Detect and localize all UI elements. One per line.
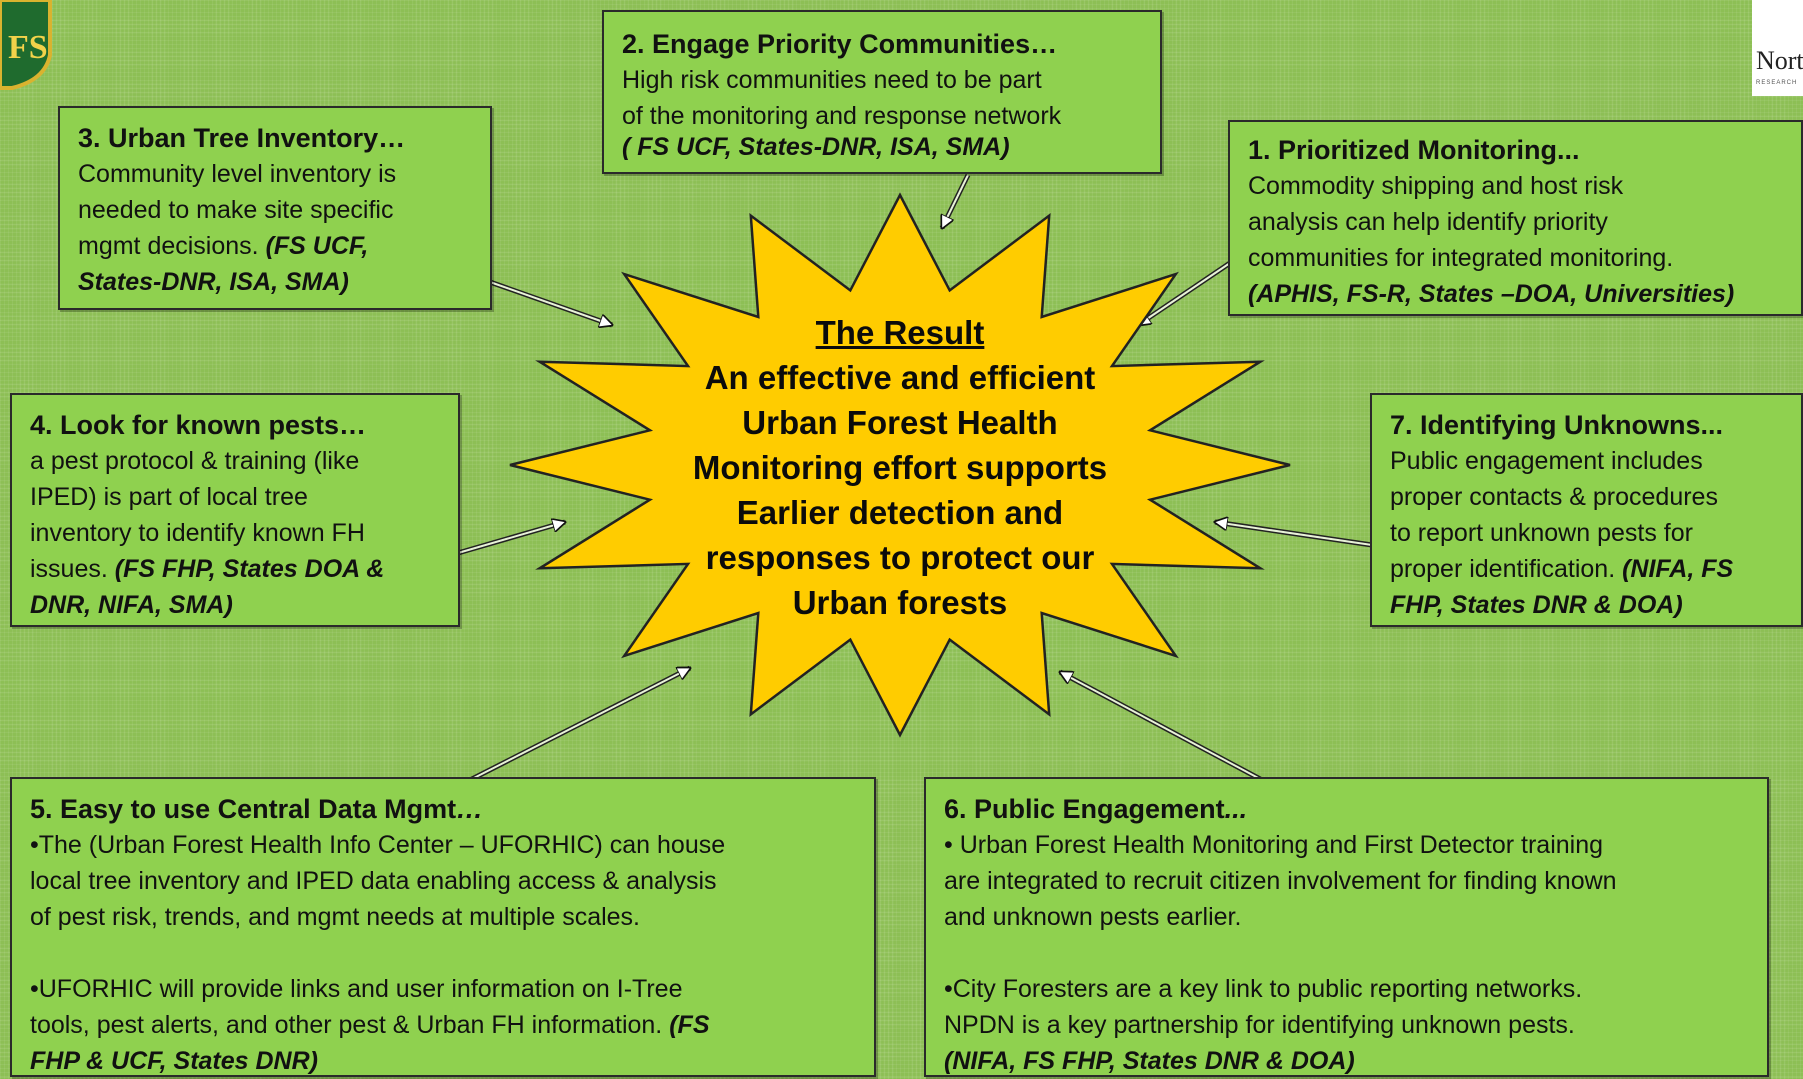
box-body-line: mgmt decisions. <box>78 232 259 260</box>
box-source: States-DNR, ISA, SMA) <box>78 268 349 296</box>
arrow-3 <box>489 281 612 325</box>
logo-subtext: RESEARCH <box>1756 80 1798 86</box>
box-public-engagement: 6. Public Engagement... • Urban Forest H… <box>924 777 1769 1077</box>
box-source: ( FS UCF, States-DNR, ISA, SMA) <box>622 133 1010 161</box>
result-line: Urban forests <box>792 584 1008 621</box>
box-source: (NIFA, FS <box>1622 555 1734 583</box>
usfs-shield-logo: FS <box>0 0 52 90</box>
box-body-line: issues. <box>30 555 108 583</box>
box-title: 2. Engage Priority Communities… <box>622 29 1058 59</box>
box-body-line: Commodity shipping and host risk <box>1248 172 1624 200</box>
box-body-line: NPDN is a key partnership for identifyin… <box>944 1011 1575 1039</box>
box-body-line: of pest risk, trends, and mgmt needs at … <box>30 903 640 931</box>
arrow-1 <box>1138 262 1231 325</box>
box-body-line: needed to make site specific <box>78 196 394 224</box>
box-source: (APHIS, FS-R, States –DOA, Universities) <box>1248 280 1735 308</box>
box-title: 6. Public Engagement... <box>944 794 1248 824</box>
box-body-line: •City Foresters are a key link to public… <box>944 975 1583 1003</box>
box-title: 1. Prioritized Monitoring... <box>1248 135 1580 165</box>
box-urban-tree-inventory: 3. Urban Tree Inventory… Community level… <box>58 106 492 310</box>
box-source: DNR, NIFA, SMA) <box>30 591 233 619</box>
box-title: 4. Look for known pests… <box>30 410 367 440</box>
box-body-line: of the monitoring and response network <box>622 102 1062 130</box>
box-body-line: and unknown pests earlier. <box>944 903 1242 931</box>
box-body-line: a pest protocol & training (like <box>30 447 360 475</box>
box-source: FHP, States DNR & DOA) <box>1390 591 1683 619</box>
logo-text: North <box>1756 46 1803 75</box>
arrow-4 <box>457 522 565 554</box>
box-title: 7. Identifying Unknowns... <box>1390 410 1724 440</box>
box-body-line: inventory to identify known FH <box>30 519 365 547</box>
box-identifying-unknowns: 7. Identifying Unknowns... Public engage… <box>1370 393 1803 627</box>
box-source: FHP & UCF, States DNR) <box>30 1047 318 1075</box>
box-engage-priority-communities: 2. Engage Priority Communities… High ris… <box>602 10 1162 174</box>
box-source: (FS <box>669 1011 710 1039</box>
box-source: (FS FHP, States DOA & <box>114 555 385 583</box>
box-body-line: Public engagement includes <box>1390 447 1703 475</box>
north-research-logo: North RESEARCH <box>1752 0 1803 96</box>
box-central-data-mgmt: 5. Easy to use Central Data Mgmt… •The (… <box>10 777 876 1077</box>
box-body-line: High risk communities need to be part <box>622 66 1042 94</box>
box-body-line: are integrated to recruit citizen involv… <box>944 867 1617 895</box>
result-line: An effective and efficient <box>704 359 1096 396</box>
box-body-line: analysis can help identify priority <box>1248 208 1608 236</box>
result-line: Urban Forest Health <box>742 404 1058 441</box>
result-line: Monitoring effort supports <box>692 449 1108 486</box>
box-prioritized-monitoring: 1. Prioritized Monitoring... Commodity s… <box>1228 120 1803 316</box>
box-title: 3. Urban Tree Inventory… <box>78 123 406 153</box>
box-body-line: communities for integrated monitoring. <box>1248 244 1674 272</box>
result-line: Earlier detection and <box>736 494 1064 531</box>
arrow-5 <box>469 668 690 781</box>
box-look-for-known-pests: 4. Look for known pests… a pest protocol… <box>10 393 460 627</box>
arrow-6 <box>1060 672 1263 781</box>
result-heading: The Result <box>815 314 985 351</box>
box-body-line: proper contacts & procedures <box>1390 483 1718 511</box>
box-source: (NIFA, FS FHP, States DNR & DOA) <box>944 1047 1355 1075</box>
result-line: responses to protect our <box>705 539 1095 576</box>
box-body-line: IPED) is part of local tree <box>30 483 308 511</box>
usfs-initials: FS <box>8 29 48 66</box>
result-text: The Result An effective and efficient Ur… <box>640 310 1160 625</box>
arrow-7 <box>1215 522 1373 546</box>
box-title: 5. Easy to use Central Data Mgmt… <box>30 794 484 824</box>
box-body-line: •UFORHIC will provide links and user inf… <box>30 975 683 1003</box>
arrow-2 <box>942 174 969 228</box>
box-body-line: to report unknown pests for <box>1390 519 1693 547</box>
box-body-line: • Urban Forest Health Monitoring and Fir… <box>944 831 1604 859</box>
box-body-line: Community level inventory is <box>78 160 397 188</box>
box-source: (FS UCF, <box>265 232 369 260</box>
box-body-line: proper identification. <box>1390 555 1616 583</box>
box-body-line: local tree inventory and IPED data enabl… <box>30 867 717 895</box>
box-body-line: •The (Urban Forest Health Info Center – … <box>30 831 726 859</box>
box-body-line: tools, pest alerts, and other pest & Urb… <box>30 1011 663 1039</box>
